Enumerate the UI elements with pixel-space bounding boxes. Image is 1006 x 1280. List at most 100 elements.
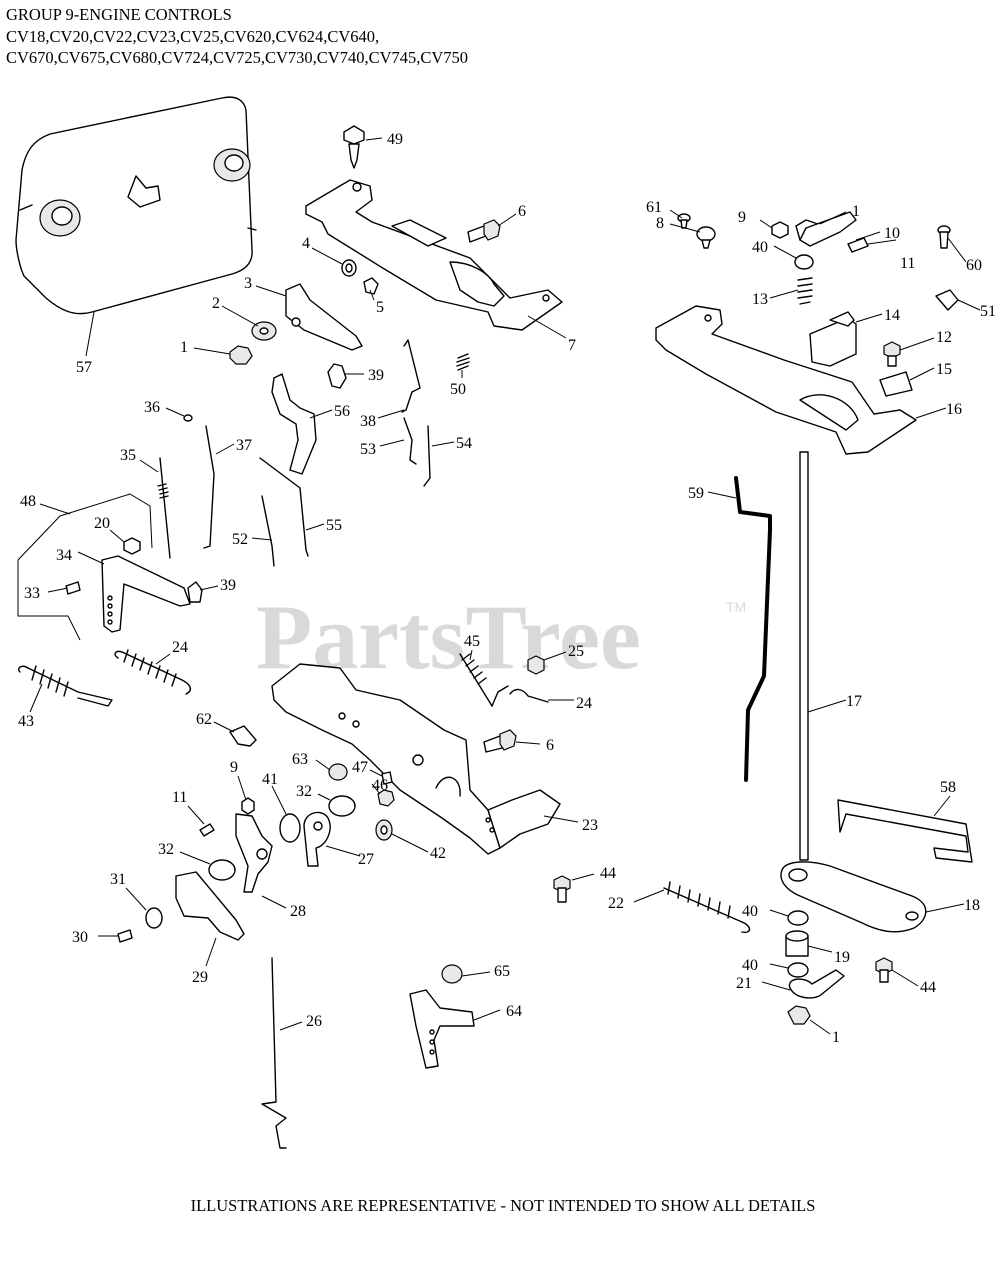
part-54-rod: [423, 425, 431, 487]
watermark-trademark: TM: [726, 599, 746, 615]
label-15: 15: [936, 361, 952, 378]
part-36-screw: [183, 414, 193, 422]
label-34: 34: [56, 547, 72, 564]
part-56-arm: [271, 373, 317, 475]
label-51: 51: [980, 303, 996, 320]
label-65: 65: [494, 963, 510, 980]
label-10: 10: [884, 225, 900, 242]
label-23: 23: [582, 817, 598, 834]
part-12-screw: [883, 341, 901, 367]
label-8: 8: [656, 215, 664, 232]
label-9-lower: 9: [230, 759, 238, 776]
label-39-lower: 39: [220, 577, 236, 594]
label-47: 47: [352, 759, 368, 776]
part-6-bolt-lower: [483, 729, 517, 753]
part-6-bolt-top: [467, 219, 501, 243]
label-36: 36: [144, 399, 160, 416]
part-55-rod: [259, 457, 309, 557]
part-42-washer: [375, 819, 393, 841]
part-58-bracket: [837, 799, 973, 863]
part-number-labels: 49 6 7 5 4 3 2 1 39 50 38 56 57 36 37 53…: [18, 131, 996, 1046]
label-6-lower: 6: [546, 737, 554, 754]
part-3-lever: [285, 283, 363, 351]
part-27-lever: [303, 811, 331, 867]
label-21: 21: [736, 975, 752, 992]
part-11-screw-lower: [199, 823, 215, 837]
label-61: 61: [646, 199, 662, 216]
part-45-spring: [459, 653, 509, 707]
part-22-spring: [663, 881, 751, 934]
part-1-nut-bottom: [787, 1005, 811, 1025]
part-52-rod: [261, 495, 275, 567]
part-7-bracket: [305, 179, 563, 331]
part-64-lever: [409, 989, 475, 1069]
part-38-rod: [401, 339, 421, 413]
label-52: 52: [232, 531, 248, 548]
part-51-clip: [935, 289, 959, 311]
label-40-mid: 40: [742, 903, 758, 920]
part-9-nut-lower: [241, 797, 255, 815]
part-48-outline-lower: [17, 560, 81, 641]
part-40-washer-top: [794, 254, 814, 270]
label-20: 20: [94, 515, 110, 532]
part-60-screw: [937, 225, 951, 249]
label-56: 56: [334, 403, 350, 420]
part-21-lever: [788, 969, 845, 999]
part-1-nut: [229, 345, 253, 365]
label-11-top: 11: [900, 255, 915, 272]
label-42: 42: [430, 845, 446, 862]
part-39-clip-lower: [187, 581, 203, 603]
part-11-bolt-top: [847, 237, 869, 253]
part-43-spring: [18, 665, 113, 707]
part-31-washer: [145, 907, 163, 929]
label-43: 43: [18, 713, 34, 730]
label-53: 53: [360, 441, 376, 458]
part-26-rod: [261, 957, 287, 1149]
label-62: 62: [196, 711, 212, 728]
label-7: 7: [568, 337, 576, 354]
label-49: 49: [387, 131, 403, 148]
label-19: 19: [834, 949, 850, 966]
part-13-spring: [797, 277, 813, 305]
label-6: 6: [518, 203, 526, 220]
part-8-screw: [696, 226, 716, 249]
part-32-washer-lower: [208, 859, 236, 881]
part-50-spring: [456, 353, 470, 371]
label-40-low: 40: [742, 957, 758, 974]
label-33: 33: [24, 585, 40, 602]
part-49-screw: [343, 125, 365, 169]
label-1: 1: [180, 339, 188, 356]
part-9-nut-top: [771, 221, 789, 239]
label-48: 48: [20, 493, 36, 510]
part-59-rod: [734, 476, 772, 782]
label-22: 22: [608, 895, 624, 912]
part-16-bracket: [655, 305, 917, 455]
part-23-main-bracket: [271, 663, 561, 855]
label-29: 29: [192, 969, 208, 986]
label-1-bottom: 1: [832, 1029, 840, 1046]
part-24-spring-right: [509, 688, 549, 703]
label-41: 41: [262, 771, 278, 788]
part-2-washer: [251, 321, 277, 341]
label-54: 54: [456, 435, 472, 452]
title-line-3: CV670,CV675,CV680,CV724,CV725,CV730,CV74…: [6, 48, 469, 67]
part-14-bracket: [809, 311, 857, 367]
label-55: 55: [326, 517, 342, 534]
part-30-screw: [117, 929, 133, 943]
part-46-nut: [377, 789, 395, 807]
label-44-right: 44: [920, 979, 936, 996]
panel-latch: [127, 175, 161, 208]
label-11-lower: 11: [172, 789, 187, 806]
part-41-washer: [279, 813, 301, 843]
label-46: 46: [372, 777, 388, 794]
label-32-upper: 32: [296, 783, 312, 800]
label-32-lower: 32: [158, 841, 174, 858]
label-58: 58: [940, 779, 956, 796]
part-24-spring-left: [114, 649, 192, 695]
part-47-screw: [381, 771, 393, 785]
label-31: 31: [110, 871, 126, 888]
panel-knob-left: [39, 199, 81, 237]
label-40-top: 40: [752, 239, 768, 256]
part-28-lever: [235, 813, 273, 893]
